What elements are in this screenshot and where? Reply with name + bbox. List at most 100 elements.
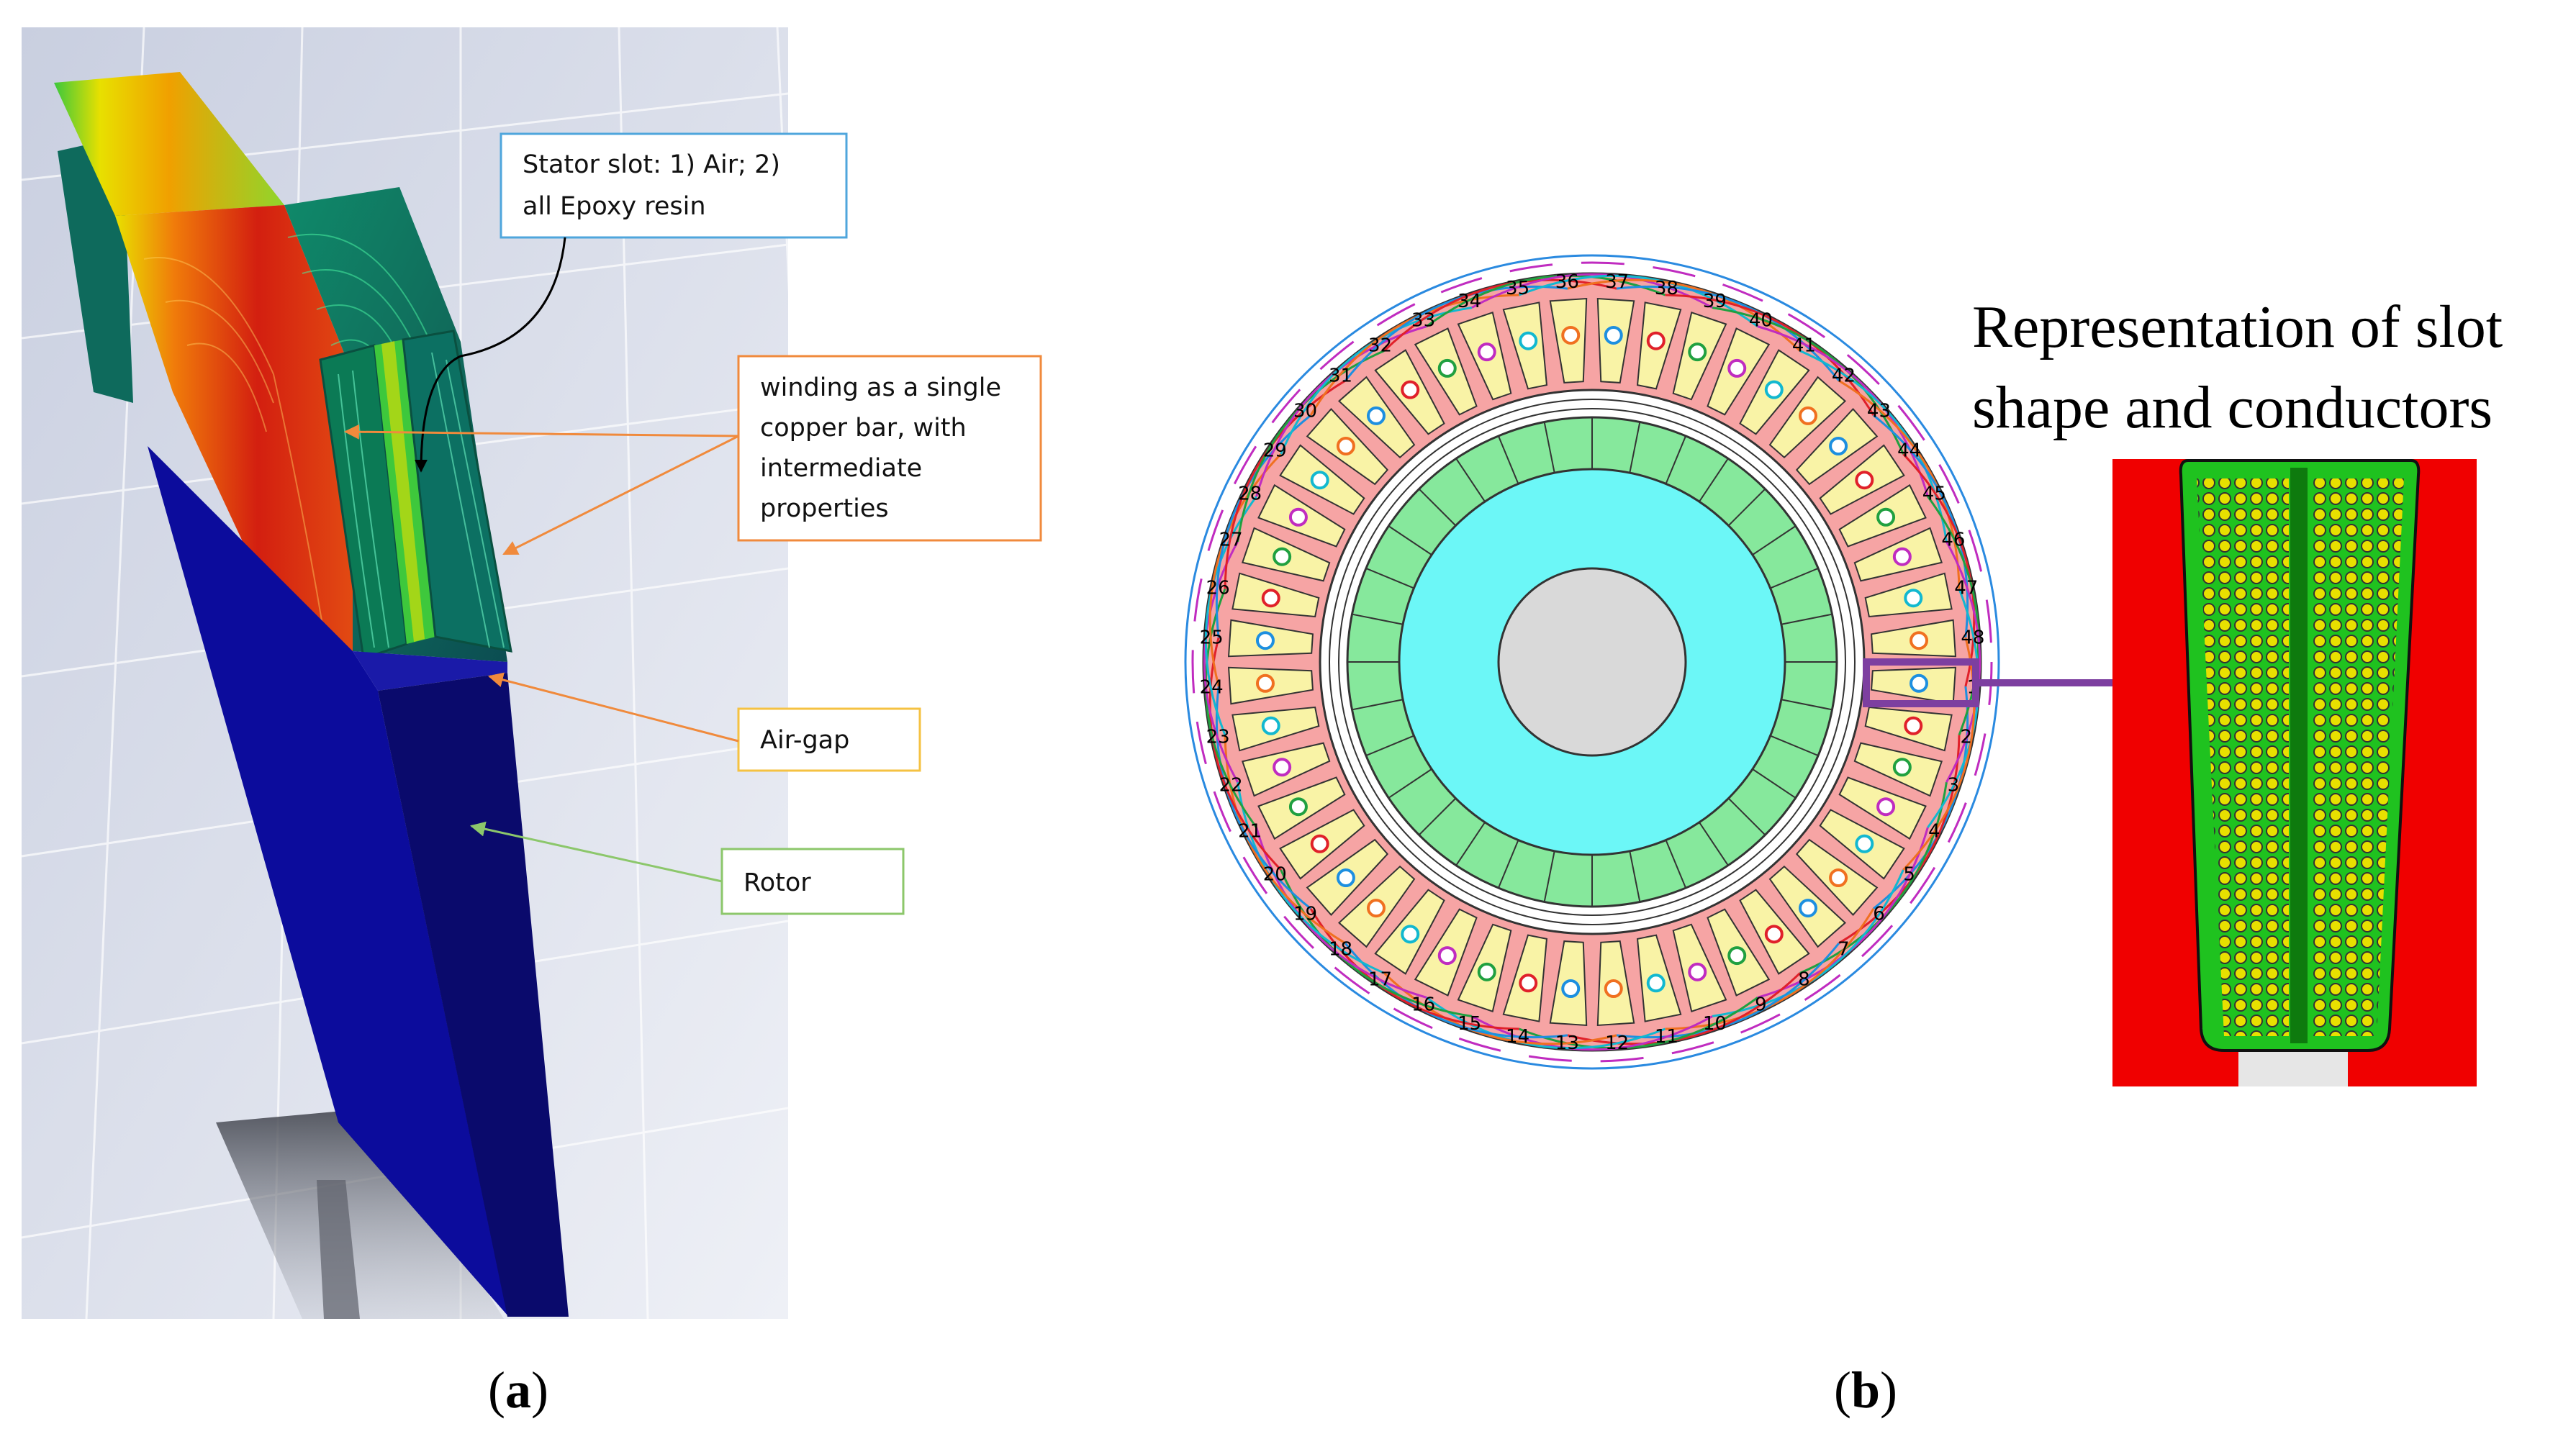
magnet-boundary xyxy=(1781,699,1832,711)
slot-conductor-marker xyxy=(1519,331,1538,350)
slot-conductors-right xyxy=(2310,478,2404,1036)
end-winding-arc xyxy=(1616,285,1840,381)
end-winding-arc xyxy=(1471,273,1713,309)
end-winding-arc xyxy=(1838,379,1961,589)
slot-conductor-marker xyxy=(1727,358,1747,378)
slot-number: 42 xyxy=(1832,366,1856,387)
slot-number: 25 xyxy=(1200,627,1224,648)
slot-conductor-marker xyxy=(1604,979,1623,999)
slot-number: 24 xyxy=(1200,677,1224,699)
end-winding-arc xyxy=(1519,274,1758,327)
winding-overhang-ring xyxy=(1184,254,2000,1070)
callout-rotor-box xyxy=(720,848,905,915)
slot-conductor-marker xyxy=(1261,589,1280,608)
motor-cross-section: 1234567891011121314151617181920212223242… xyxy=(1184,254,2201,1070)
end-winding-arc xyxy=(1309,294,1519,416)
end-winding-arc xyxy=(1208,637,1282,871)
stator-slots xyxy=(1227,297,1957,1027)
slot-conductor-marker xyxy=(1727,946,1747,966)
rotor-shadow-stem xyxy=(317,1180,360,1319)
inset-title-line1: Representation of slot xyxy=(1972,294,2503,360)
slot-number: 20 xyxy=(1263,863,1287,885)
slot-conductor-marker xyxy=(1561,325,1581,345)
magnet-boundary xyxy=(1770,735,1819,757)
end-winding-arc xyxy=(1471,1015,1713,1051)
magnet-boundary xyxy=(1365,735,1414,757)
slot-number: 47 xyxy=(1954,578,1978,599)
slot-number: 27 xyxy=(1219,530,1243,551)
slot-number: 44 xyxy=(1897,440,1921,462)
callout-winding-arrow-2 xyxy=(502,435,739,555)
slot-conductor-marker xyxy=(1477,342,1496,362)
end-winding-arc xyxy=(1799,350,1948,543)
end-winding-arc xyxy=(1255,325,1427,497)
end-winding-arc xyxy=(1309,908,1519,1030)
slot-number: 41 xyxy=(1792,335,1816,356)
slot-number: 17 xyxy=(1368,969,1392,991)
stator-top-face xyxy=(54,72,284,216)
slot-number: 12 xyxy=(1605,1033,1629,1054)
magnet-boundary xyxy=(1699,458,1729,502)
slot-number: 34 xyxy=(1458,291,1481,312)
slot-conductor-marker xyxy=(1892,758,1912,777)
magnet-boundary xyxy=(1418,488,1457,527)
end-winding-arc xyxy=(1204,496,1257,735)
slot-number: 16 xyxy=(1411,994,1435,1015)
callout-stator-slot-line2: all Epoxy resin xyxy=(523,192,706,221)
slot-conductor-marker xyxy=(1876,797,1896,817)
magnet-segments xyxy=(1347,417,1837,907)
slot-number: 8 xyxy=(1798,969,1810,991)
callout-winding-line4: properties xyxy=(760,494,889,523)
stator-heat-contours xyxy=(143,257,325,634)
slot-number: 32 xyxy=(1368,335,1392,356)
slot-number: 22 xyxy=(1219,774,1243,796)
slot-number: 30 xyxy=(1293,401,1317,422)
slot-conductor-marker xyxy=(1310,471,1329,490)
slot-number: 43 xyxy=(1867,401,1891,422)
slot-conductor-marker xyxy=(1855,834,1874,853)
slot-number: 19 xyxy=(1293,903,1317,925)
caption-b: (b) xyxy=(1834,1361,1897,1419)
end-winding-arc xyxy=(1255,827,1427,999)
slot-conductor-marker xyxy=(1366,406,1386,425)
magnet-boundary xyxy=(1770,567,1819,589)
magnet-boundary xyxy=(1699,822,1729,866)
magnet-boundary xyxy=(1665,840,1687,889)
callout-air-gap-arrow xyxy=(487,672,739,743)
end-winding-arc xyxy=(1519,997,1758,1050)
end-winding-arc xyxy=(1757,827,1929,999)
slot-number: 31 xyxy=(1329,366,1352,387)
callout-stator-slot-box xyxy=(500,132,848,239)
slot-conductor-marker xyxy=(1904,716,1923,735)
magnet-boundary xyxy=(1665,435,1687,484)
end-winding-arc xyxy=(1224,379,1346,589)
end-winding-arc xyxy=(1237,350,1385,543)
slot-number: 36 xyxy=(1555,271,1579,293)
caption-a: (a) xyxy=(488,1361,548,1419)
slot-tooth-opening xyxy=(2238,1050,2348,1086)
magnet-boundary xyxy=(1629,850,1641,902)
end-winding-arc xyxy=(1344,943,1568,1039)
slot-number: 29 xyxy=(1263,440,1287,462)
end-winding-coils xyxy=(1203,273,1981,1051)
end-winding-arc xyxy=(1665,294,1875,416)
callout-winding-line2: copper bar, with xyxy=(760,414,967,443)
slot-conductor-marker xyxy=(1273,758,1292,777)
slot-number: 5 xyxy=(1903,863,1915,885)
slot-conductor-marker xyxy=(1646,331,1666,350)
magnet-boundary xyxy=(1781,613,1832,625)
slot-conductor-marker xyxy=(1519,974,1538,993)
slot-conductor-marker xyxy=(1799,406,1818,425)
end-winding-arc xyxy=(1208,453,1282,687)
slot-number: 28 xyxy=(1238,484,1262,505)
magnet-boundary xyxy=(1388,525,1432,555)
slot-conductor-marker xyxy=(1437,358,1457,378)
magnet-boundary xyxy=(1543,422,1555,473)
winding-bar-right xyxy=(402,330,512,653)
slot-conductor-marker xyxy=(1646,974,1666,993)
rotor-top-face xyxy=(353,651,507,691)
magnet-boundary xyxy=(1352,613,1404,625)
end-winding-arc xyxy=(1712,307,1904,455)
slot-conductor-marker xyxy=(1604,325,1623,345)
